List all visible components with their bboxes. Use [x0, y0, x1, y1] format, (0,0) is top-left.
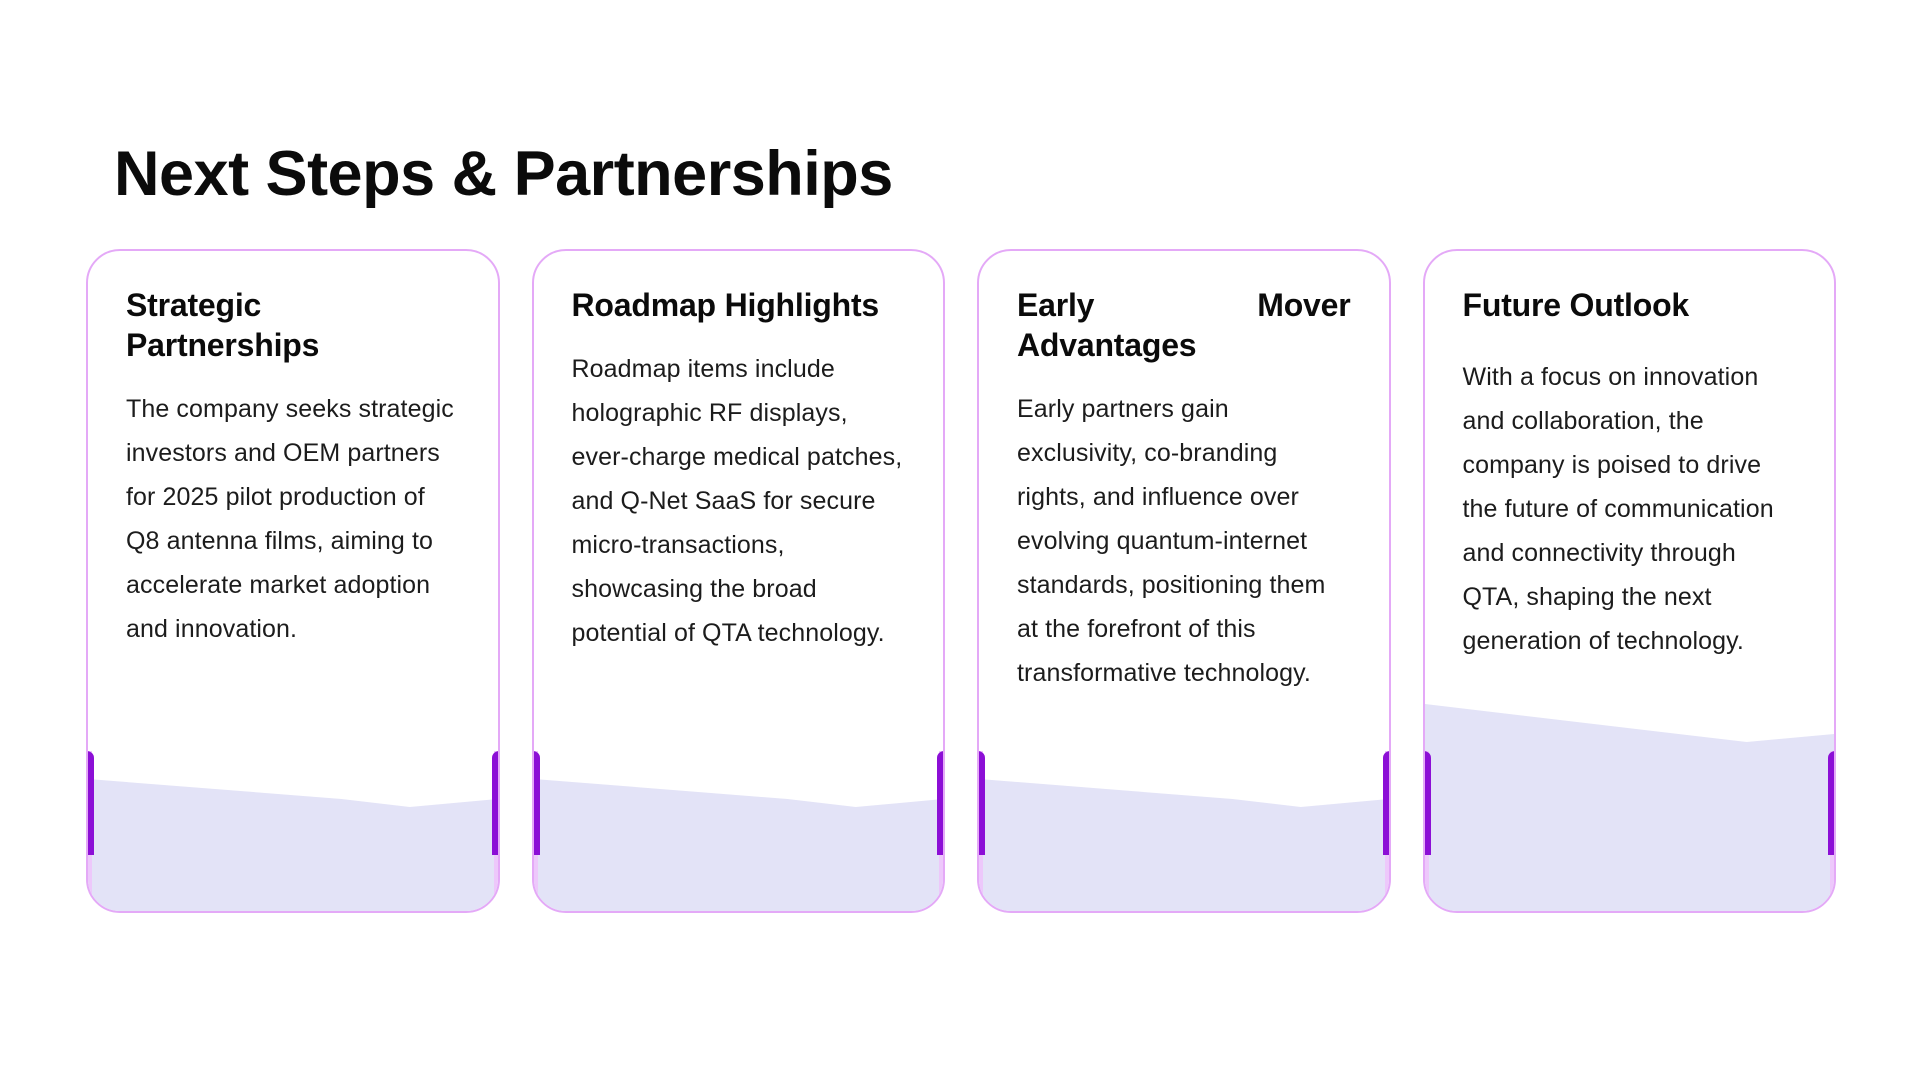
card-title: Early Mover Advantages: [1017, 285, 1351, 365]
page-title: Next Steps & Partnerships: [114, 139, 893, 210]
card-content: Early Mover Advantages Early partners ga…: [979, 251, 1389, 695]
accent-glow-left: [87, 751, 92, 911]
card-title: Future Outlook: [1462, 287, 1690, 323]
card-content: Strategic Partnerships The company seeks…: [88, 251, 498, 651]
card-wave-decoration: [88, 751, 498, 911]
card-title: Roadmap Highlights: [571, 287, 880, 323]
card-title-line-1: Early Mover: [1017, 287, 1351, 323]
card-content: Future Outlook With a focus on innovatio…: [1425, 251, 1835, 663]
accent-glow-left: [1424, 751, 1429, 911]
accent-glow-right: [1384, 751, 1389, 911]
card-body-text: With a focus on innovation and collabora…: [1462, 363, 1774, 655]
accent-pillar-left: [87, 751, 94, 855]
accent-glow-right: [493, 751, 498, 911]
card-wave-decoration: [1424, 696, 1834, 911]
accent-glow-left: [533, 751, 538, 911]
accent-glow-left: [978, 751, 983, 911]
card-title: Strategic Partnerships: [126, 287, 320, 363]
card-body-text: The company seeks strategic investors an…: [126, 395, 454, 643]
accent-pillar-left: [1424, 751, 1431, 855]
accent-pillar-right: [1382, 751, 1389, 855]
accent-glow-right: [1830, 751, 1835, 911]
card-body-text: Early partners gain exclusivity, co-bran…: [1017, 395, 1326, 687]
card-future-outlook[interactable]: Future Outlook With a focus on innovatio…: [1422, 249, 1836, 913]
accent-pillar-right: [1828, 751, 1835, 855]
accent-pillar-right: [491, 751, 498, 855]
card-content: Roadmap Highlights Roadmap items include…: [534, 251, 944, 655]
card-strategic-partnerships[interactable]: Strategic Partnerships The company seeks…: [86, 249, 500, 913]
card-body-text: Roadmap items include holographic RF dis…: [571, 355, 903, 647]
cards-row: Strategic Partnerships The company seeks…: [86, 249, 1836, 919]
accent-pillar-right: [937, 751, 944, 855]
card-wave-decoration: [979, 751, 1389, 911]
accent-pillar-left: [978, 751, 985, 855]
card-early-mover-advantages[interactable]: Early Mover Advantages Early partners ga…: [977, 249, 1391, 913]
accent-glow-right: [939, 751, 944, 911]
accent-pillar-left: [533, 751, 540, 855]
card-title-line-2: Advantages: [1017, 327, 1197, 363]
card-roadmap-highlights[interactable]: Roadmap Highlights Roadmap items include…: [531, 249, 945, 913]
card-wave-decoration: [533, 751, 943, 911]
